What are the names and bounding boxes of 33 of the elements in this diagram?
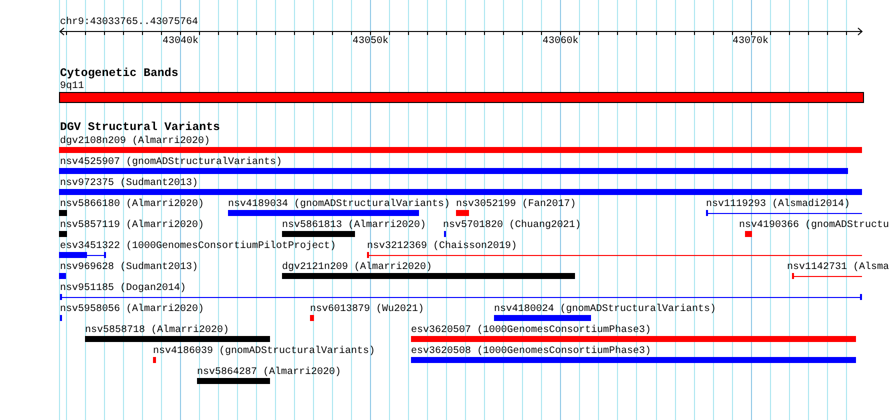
variant-label: nsv5861813 (Almarri2020) <box>282 220 426 231</box>
variant-label: nsv4180024 (gnomADStructuralVariants) <box>494 304 716 315</box>
tick-label: 43050k <box>352 36 388 47</box>
variant-label: dgv2108n209 (Almarri2020) <box>60 136 210 147</box>
track-title: Cytogenetic Bands <box>60 68 178 80</box>
band-label: 9q11 <box>60 81 84 92</box>
variant-label: nsv1142731 (Alsma <box>786 262 889 273</box>
variant-label: esv3620508 (1000GenomesConsortiumPhase3) <box>411 346 652 357</box>
variant-label: nsv4190366 (gnomADStructu <box>738 220 889 231</box>
variant-label: nsv3212369 (Chaisson2019) <box>367 241 518 252</box>
variant-label: nsv3052199 (Fan2017) <box>456 199 576 210</box>
tick-label: 43040k <box>162 36 198 47</box>
variant-label: nsv5958056 (Almarri2020) <box>60 304 204 315</box>
variant-label: esv3620507 (1000GenomesConsortiumPhase3) <box>411 325 652 336</box>
tick-label: 43070k <box>732 36 768 47</box>
variant-label: nsv1119293 (Alsmadi2014) <box>706 199 850 210</box>
track-title: DGV Structural Variants <box>60 122 220 134</box>
variant-label: nsv5866180 (Almarri2020) <box>60 199 204 210</box>
variant-label: nsv5864287 (Almarri2020) <box>197 367 342 378</box>
variant-label: nsv4189034 (gnomADStructuralVariants) <box>228 199 450 210</box>
tick-label: 43060k <box>542 36 578 47</box>
variant-label: nsv951185 (Dogan2014) <box>60 283 186 294</box>
coordinate-range: chr9:43033765..43075764 <box>60 17 198 28</box>
variant-label: nsv5701820 (Chuang2021) <box>443 220 582 231</box>
variant-label: dgv2121n209 (Almarri2020) <box>282 262 432 273</box>
variant-label: nsv972375 (Sudmant2013) <box>60 178 198 189</box>
variant-label: nsv5858718 (Almarri2020) <box>85 325 230 336</box>
variant-label: nsv4186039 (gnomADStructuralVariants) <box>153 346 376 357</box>
variant-label: nsv5857119 (Almarri2020) <box>60 220 204 231</box>
variant-label: nsv969628 (Sudmant2013) <box>60 262 198 273</box>
variant-label: nsv4525907 (gnomADStructuralVariants) <box>60 157 282 168</box>
variant-label: esv3451322 (1000GenomesConsortiumPilotProject) <box>60 241 336 252</box>
variant-label: nsv6013879 (Wu2021) <box>310 304 424 315</box>
